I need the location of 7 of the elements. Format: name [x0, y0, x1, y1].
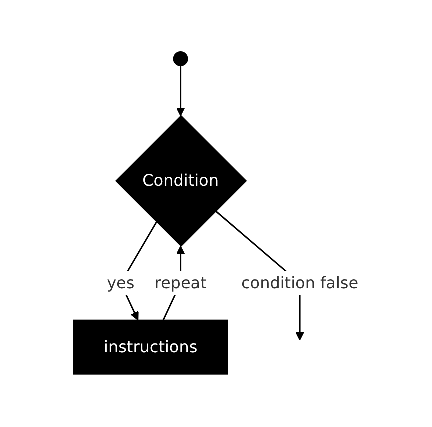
arrow: [176, 66, 185, 117]
edge-label: repeat: [154, 274, 207, 293]
node-circle: [173, 52, 188, 67]
edge-label: condition false: [241, 274, 358, 293]
edge-label: yes: [106, 274, 134, 293]
node-box: instructions: [73, 320, 228, 376]
node-diamond: Condition: [115, 116, 247, 248]
